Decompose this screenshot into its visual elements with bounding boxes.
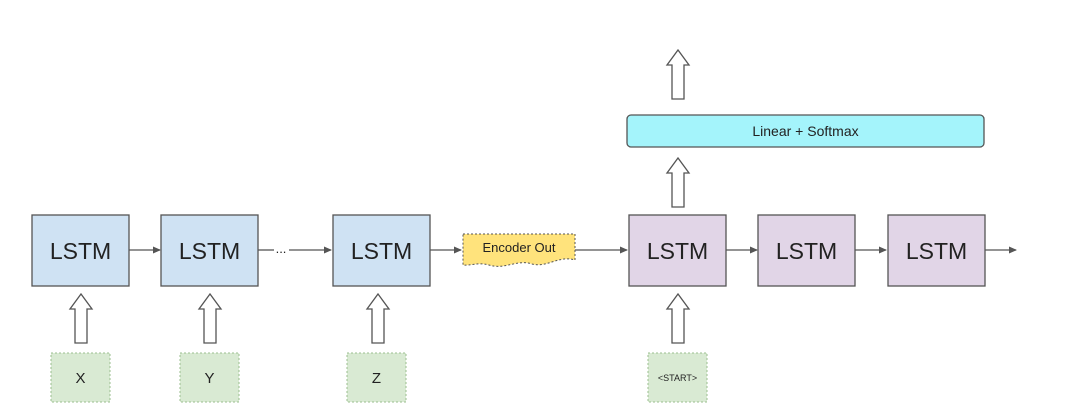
input-token-x-box bbox=[50, 352, 111, 403]
input-token-z: Z bbox=[346, 352, 407, 403]
encoder-ellipsis: ... bbox=[276, 241, 287, 256]
input-token-y: Y bbox=[179, 352, 240, 403]
input-token-z-label: Z bbox=[372, 370, 381, 387]
start-up-arrow-icon bbox=[665, 292, 691, 344]
start-token: <START> bbox=[647, 352, 708, 403]
input-token-y-box bbox=[179, 352, 240, 403]
encoder-lstm-cell-3-label: LSTM bbox=[351, 238, 412, 264]
encoder-lstm-cell-3: LSTM bbox=[332, 214, 431, 287]
input-token-x-label: X bbox=[75, 370, 85, 387]
input-z-up-arrow-icon bbox=[365, 292, 391, 344]
decoder-lstm-cell-2: LSTM bbox=[757, 214, 856, 287]
output-layer-box bbox=[626, 114, 985, 148]
input-token-x: X bbox=[50, 352, 111, 403]
decoder-lstm-cell-1-box bbox=[628, 214, 727, 287]
encoder-lstm-cell-1-box bbox=[31, 214, 130, 287]
decoder-lstm-cell-2-box bbox=[757, 214, 856, 287]
decoder-lstm-cell-3: LSTM bbox=[887, 214, 986, 287]
input-token-z-box bbox=[346, 352, 407, 403]
start-token-label: <START> bbox=[658, 373, 697, 383]
encoder-lstm-cell-2-label: LSTM bbox=[179, 238, 240, 264]
encoder-out-node: Encoder Out bbox=[462, 233, 576, 267]
decoder-to-output-layer-up-arrow-icon bbox=[665, 156, 691, 208]
decoder-lstm-cell-2-label: LSTM bbox=[776, 238, 837, 264]
start-token-box bbox=[647, 352, 708, 403]
encoder-lstm-cell-2-box bbox=[160, 214, 259, 287]
encoder-out-shape bbox=[462, 233, 576, 267]
decoder-lstm-cell-1: LSTM bbox=[628, 214, 727, 287]
decoder-lstm-cell-3-label: LSTM bbox=[906, 238, 967, 264]
input-y-up-arrow-icon bbox=[197, 292, 223, 344]
output-layer: Linear + Softmax bbox=[626, 114, 985, 148]
encoder-out-label: Encoder Out bbox=[483, 240, 556, 255]
output-up-arrow-icon bbox=[665, 48, 691, 100]
output-layer-label: Linear + Softmax bbox=[752, 123, 858, 139]
decoder-lstm-cell-3-box bbox=[887, 214, 986, 287]
encoder-lstm-cell-3-box bbox=[332, 214, 431, 287]
encoder-lstm-cell-1: LSTM bbox=[31, 214, 130, 287]
input-token-y-label: Y bbox=[204, 370, 214, 387]
decoder-lstm-cell-1-label: LSTM bbox=[647, 238, 708, 264]
encoder-lstm-cell-2: LSTM bbox=[160, 214, 259, 287]
input-x-up-arrow-icon bbox=[68, 292, 94, 344]
encoder-lstm-cell-1-label: LSTM bbox=[50, 238, 111, 264]
